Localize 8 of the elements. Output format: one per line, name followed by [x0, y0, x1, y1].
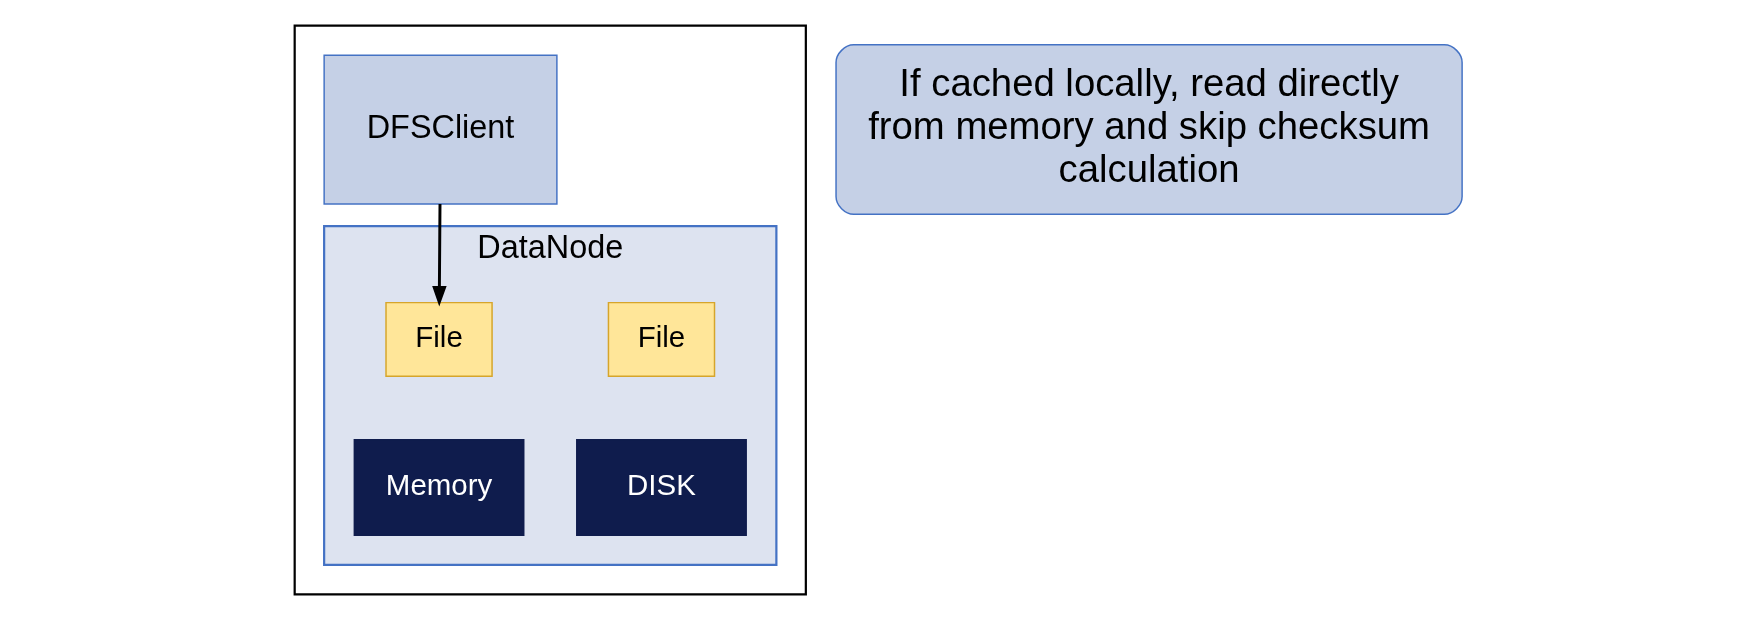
node-box: File — [607, 301, 716, 378]
node-box: If cached locally, read directly from memory and skip checksum calculation — [835, 44, 1463, 215]
node-box: DFSClient — [323, 54, 558, 205]
node-box: Memory — [353, 438, 525, 537]
node-box: DISK — [576, 438, 747, 537]
cluster — [293, 24, 807, 596]
node-box: File — [385, 301, 493, 378]
arrow — [432, 204, 447, 307]
